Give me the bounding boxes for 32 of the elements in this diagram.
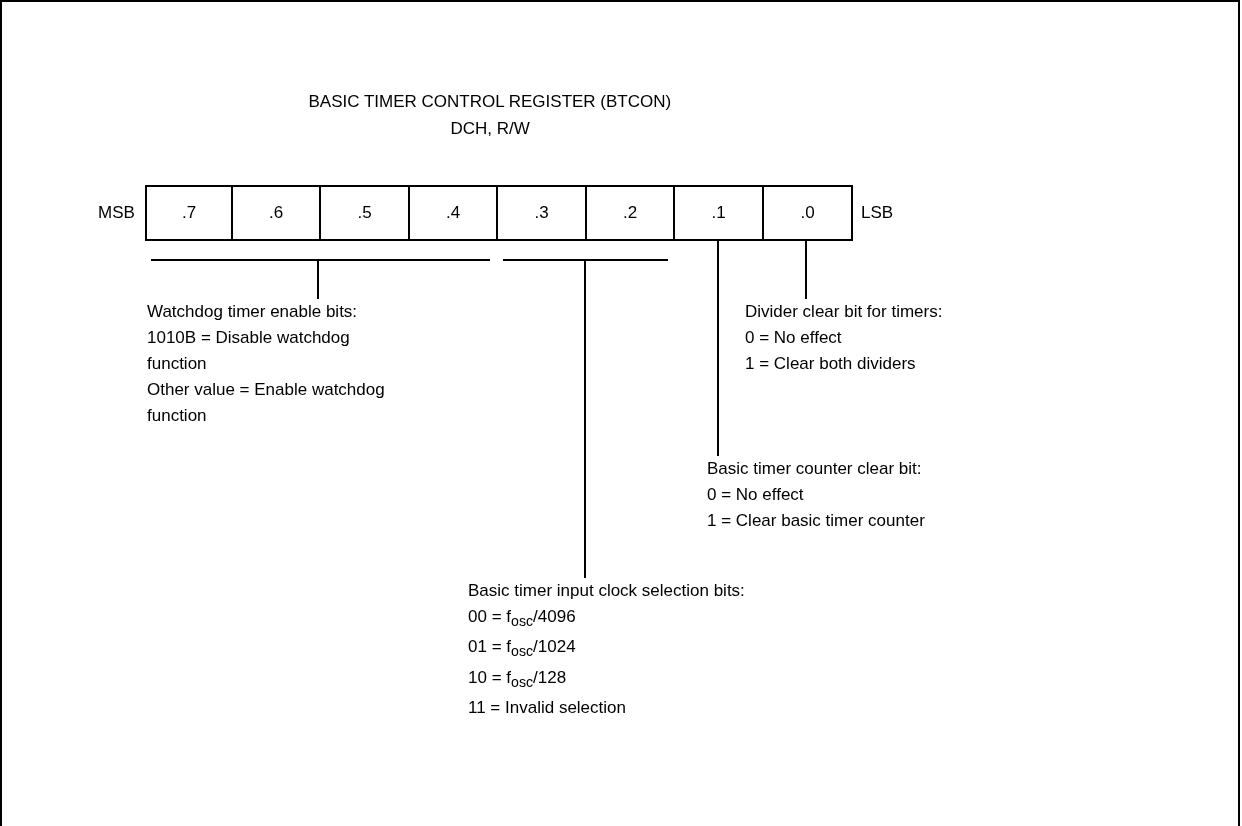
description-heading: Divider clear bit for timers: — [745, 301, 943, 323]
register-bit-cell: .0 — [764, 185, 853, 241]
register-bit-cell: .6 — [233, 185, 321, 241]
msb-label: MSB — [98, 203, 135, 223]
description-heading: Basic timer input clock selection bits: — [468, 580, 745, 602]
register-bit-cell: .2 — [587, 185, 675, 241]
leader-line — [317, 260, 319, 300]
register-bit-cell: .3 — [498, 185, 587, 241]
value-definition: 00 = f$_{osc}$/4096 — [468, 606, 577, 632]
value-definition: 11 = Invalid selection — [468, 697, 627, 720]
address-label: DCH, R/W — [450, 119, 530, 139]
register-bit-cell: .1 — [675, 185, 764, 241]
register-title: BASIC TIMER CONTROL REGISTER (BTCON) — [308, 92, 672, 112]
value-definition: 0 = No effect — [745, 327, 843, 349]
value-definition: 1 = Clear both dividers — [745, 353, 917, 375]
leader-line — [584, 260, 586, 579]
value-definition: Other value = Enable watchdog function — [147, 379, 386, 427]
value-definition: 01 = f$_{osc}$/1024 — [468, 636, 577, 662]
value-definition: 1010B = Disable watchdog function — [147, 327, 351, 375]
value-definition: 0 = No effect — [707, 484, 805, 506]
bracket-line — [503, 259, 668, 261]
value-definition: 10 = f$_{osc}$/128 — [468, 666, 568, 693]
lsb-label: LSB — [861, 203, 894, 223]
value-definition: 1 = Clear basic timer counter — [707, 510, 925, 532]
register-bit-cell: .4 — [410, 185, 498, 241]
bracket-line — [151, 259, 490, 261]
leader-line — [805, 240, 807, 300]
leader-line — [717, 240, 719, 457]
description-heading: Basic timer counter clear bit: — [707, 458, 923, 480]
register-bit-cell: .7 — [145, 185, 233, 241]
description-heading: Watchdog timer enable bits: — [147, 301, 359, 323]
register-bit-cell: .5 — [321, 185, 410, 241]
